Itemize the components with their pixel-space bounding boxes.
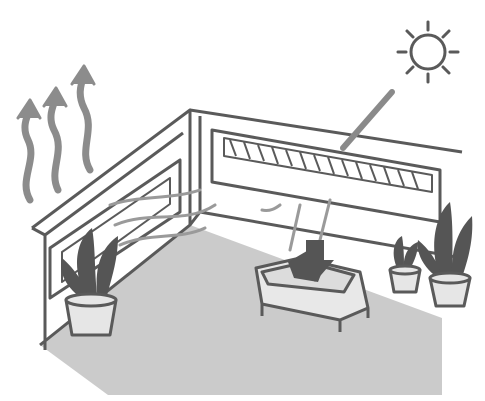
potted-plant-small (390, 236, 420, 292)
sun-icon (398, 22, 458, 82)
potted-plant-left (61, 228, 118, 335)
vent-slats (230, 140, 418, 189)
potted-plant-right (418, 202, 473, 306)
heat-arrows-icon (18, 66, 94, 200)
